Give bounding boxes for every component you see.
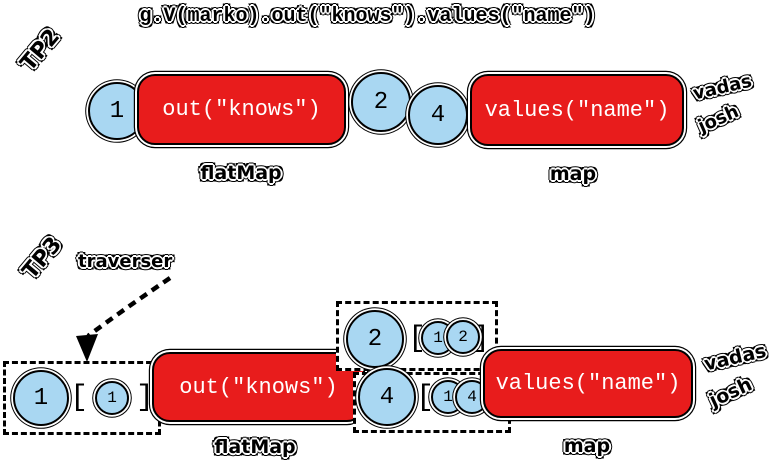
tp2-output-josh: josh bbox=[695, 100, 742, 138]
tp3-flatmap-step-box: out("knows") bbox=[152, 352, 365, 422]
tp2-label: TP2 bbox=[16, 24, 66, 77]
tp2-map-step-box: values("name") bbox=[470, 74, 684, 146]
tp2-flatmap-step-box: out("knows") bbox=[137, 74, 346, 145]
tp3-map-caption: map bbox=[563, 435, 611, 457]
tp2-mid-circle-2: 2 bbox=[351, 72, 411, 132]
tp3-traverser2-path-circle-2: 2 bbox=[446, 320, 480, 354]
tp2-output-vadas: vadas bbox=[691, 70, 754, 105]
tp3-output-josh: josh bbox=[706, 373, 756, 412]
bracket-open: [ bbox=[416, 381, 435, 415]
traverser-arrow-icon bbox=[76, 276, 172, 362]
bracket-open: [ bbox=[70, 381, 89, 415]
query-title: g.V(marko).out("knows").values("name") bbox=[139, 5, 596, 28]
tp2-mid-circle-4: 4 bbox=[408, 85, 468, 145]
tp2-flatmap-caption: flatMap bbox=[200, 162, 282, 184]
tp2-input-traverser-circle: 1 bbox=[88, 82, 146, 140]
tp3-traverser1-bulk-circle: 1 bbox=[95, 381, 129, 415]
bracket-close: ] bbox=[136, 381, 155, 415]
traverser-annotation: traverser bbox=[78, 251, 173, 272]
tp3-flatmap-caption: flatMap bbox=[214, 436, 296, 458]
tp3-traverser2-value-circle: 2 bbox=[346, 310, 404, 368]
tp3-map-step-box: values("name") bbox=[483, 349, 693, 418]
tp3-label: TP3 bbox=[18, 232, 68, 285]
tp3-traverser1-value-circle: 1 bbox=[13, 370, 69, 426]
tp3-traverser3-value-circle: 4 bbox=[358, 368, 416, 426]
tp2-map-caption: map bbox=[549, 163, 597, 185]
tp3-output-vadas: vadas bbox=[702, 339, 769, 376]
